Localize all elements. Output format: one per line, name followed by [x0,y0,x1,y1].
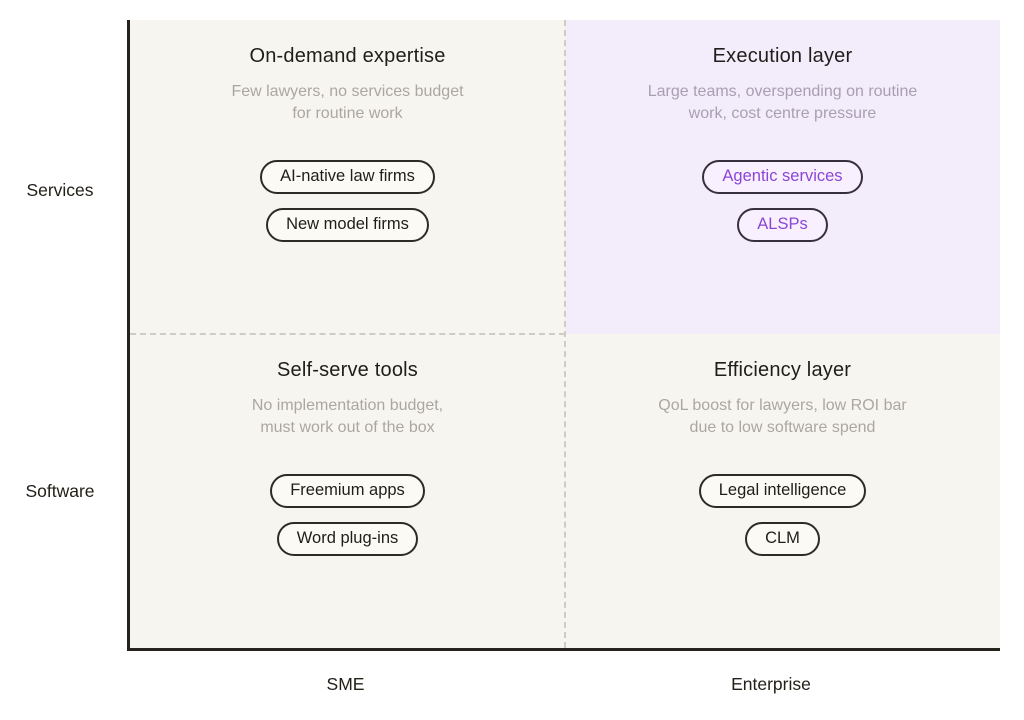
quadrant-title: Efficiency layer [713,359,852,381]
quadrant-title: On-demand expertise [249,45,446,67]
pill-freemium-apps: Freemium apps [270,474,425,509]
pill-agentic-services: Agentic services [702,160,863,195]
subtitle-line-1: No implementation budget, [251,397,444,414]
quadrant-self-serve-tools: Self-serve tools No implementation budge… [130,334,565,648]
quadrant-subtitle: No implementation budget, must work out … [252,395,443,439]
x-axis-label-enterprise: Enterprise [731,674,811,694]
pill-ai-native-law-firms: AI-native law firms [260,160,435,195]
pill-legal-intelligence: Legal intelligence [698,474,867,509]
subtitle-line-2: work, cost centre pressure [688,105,877,123]
quadrant-on-demand-expertise: On-demand expertise Few lawyers, no serv… [130,20,565,334]
quadrant-title: Self-serve tools [276,359,419,381]
pill-group: Legal intelligence CLM [698,474,867,557]
subtitle-line-1: QoL boost for lawyers, low ROI bar [658,397,907,414]
pill-group: Freemium apps Word plug-ins [270,474,425,557]
quadrant-efficiency-layer: Efficiency layer QoL boost for lawyers, … [565,334,1000,648]
subtitle-line-2: for routine work [292,105,403,123]
subtitle-line-1: Large teams, overspending on routine [647,83,918,100]
quadrant-subtitle: QoL boost for lawyers, low ROI bar due t… [658,395,906,439]
subtitle-line-1: Few lawyers, no services budget [231,83,464,100]
subtitle-line-2: due to low software spend [689,419,876,437]
pill-clm: CLM [745,522,820,557]
subtitle-line-2: must work out of the box [260,419,435,437]
plot-area: On-demand expertise Few lawyers, no serv… [127,20,1000,651]
pill-new-model-firms: New model firms [266,208,429,243]
quadrant-subtitle: Few lawyers, no services budget for rout… [231,81,463,125]
y-axis-label-services: Services [26,180,94,200]
horizontal-dashed-divider [130,333,565,335]
y-axis-label-software: Software [25,481,95,501]
pill-word-plug-ins: Word plug-ins [276,522,419,557]
pill-group: Agentic services ALSPs [702,160,863,243]
vertical-dashed-divider [564,20,566,648]
quadrant-title: Execution layer [712,45,853,67]
quadrant-execution-layer: Execution layer Large teams, overspendin… [565,20,1000,334]
quadrant-subtitle: Large teams, overspending on routine wor… [648,81,918,125]
x-axis-label-sme: SME [326,674,365,694]
pill-group: AI-native law firms New model firms [260,160,435,243]
pill-alsps: ALSPs [737,208,828,243]
